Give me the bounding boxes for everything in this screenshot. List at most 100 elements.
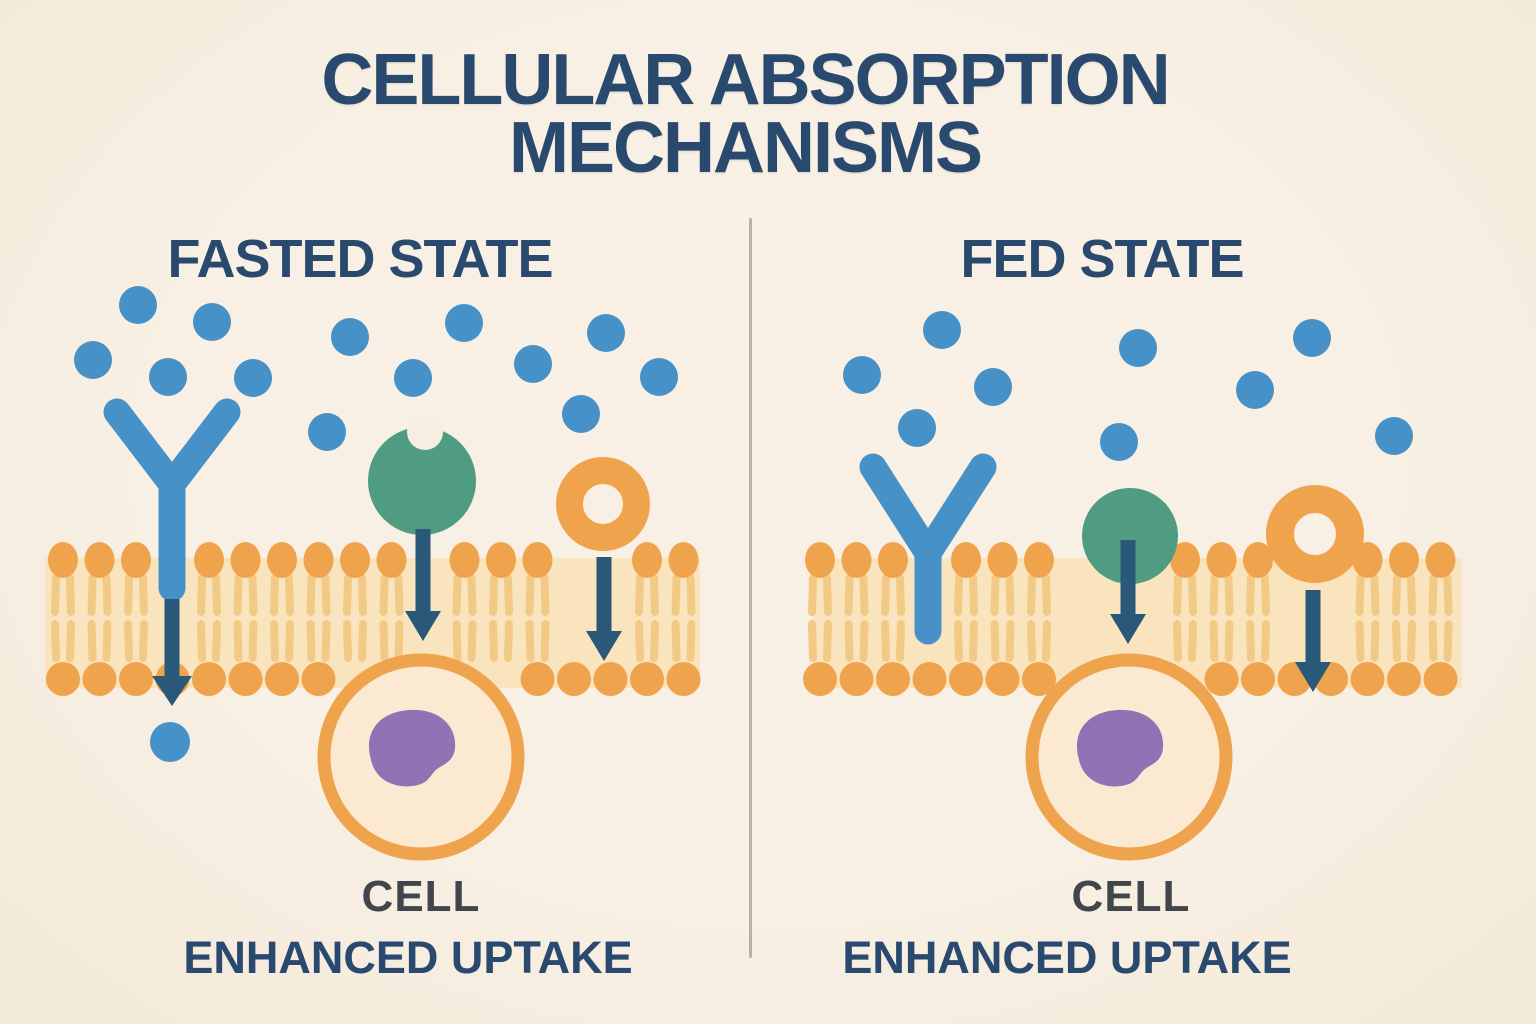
lipid-tail bbox=[51, 574, 60, 616]
molecule-dots-fed bbox=[843, 311, 1413, 461]
lipid-tail bbox=[379, 620, 389, 662]
lipid-head bbox=[119, 662, 153, 696]
lipid-tail bbox=[1370, 620, 1380, 662]
lipid-tail bbox=[650, 620, 659, 662]
lipid-head bbox=[987, 542, 1018, 578]
uptake-arrow bbox=[1110, 540, 1146, 644]
molecule-dot bbox=[1375, 417, 1413, 455]
lipid-tail bbox=[1027, 574, 1036, 616]
lipid-head bbox=[841, 542, 872, 578]
lipid-tail bbox=[248, 620, 258, 662]
transporter-protein-icon bbox=[368, 414, 476, 535]
molecule-dot bbox=[898, 409, 936, 447]
lipid-tail bbox=[285, 574, 294, 616]
lipid-head bbox=[1206, 542, 1237, 578]
molecule-dot bbox=[1100, 423, 1138, 461]
cell-label-fed: CELL bbox=[1071, 872, 1191, 921]
lipid-head bbox=[340, 542, 370, 578]
uptake-arrow bbox=[1295, 590, 1331, 692]
lipid-head bbox=[449, 542, 480, 578]
cell-label-fasted: CELL bbox=[361, 872, 481, 921]
lipid-tail bbox=[525, 620, 535, 662]
uptake-arrow bbox=[405, 529, 441, 641]
panel-heading-fed: FED STATE bbox=[960, 229, 1245, 289]
lipid-tail bbox=[1428, 620, 1438, 662]
lipid-tail bbox=[1370, 574, 1380, 616]
lipid-tail bbox=[844, 620, 854, 662]
lipid-tail bbox=[1188, 574, 1197, 616]
molecule-dot bbox=[234, 359, 272, 397]
molecule-dot bbox=[974, 368, 1012, 406]
lipid-head bbox=[805, 542, 835, 578]
lipid-tail bbox=[954, 574, 963, 616]
lipid-head bbox=[194, 542, 224, 578]
molecule-dot bbox=[640, 358, 678, 396]
lipid-tail bbox=[1005, 574, 1015, 616]
lipid-head bbox=[301, 662, 336, 696]
lipid-head bbox=[803, 662, 837, 696]
lipid-tail bbox=[1173, 574, 1182, 616]
lipid-tail bbox=[1027, 620, 1036, 662]
lipid-head bbox=[1024, 542, 1054, 578]
cell-nucleus bbox=[1076, 709, 1164, 787]
lipid-head bbox=[267, 542, 297, 578]
lipid-tail bbox=[212, 620, 221, 662]
lipid-tail bbox=[139, 574, 148, 616]
lipid-tail bbox=[686, 620, 696, 662]
lipid-tail bbox=[343, 620, 352, 662]
lipid-tail bbox=[51, 620, 60, 662]
lipid-head bbox=[1243, 542, 1273, 578]
lipid-tail bbox=[197, 620, 206, 662]
lipid-head bbox=[192, 662, 226, 696]
lipid-tail bbox=[212, 574, 221, 616]
lipid-tail bbox=[102, 574, 112, 616]
page-title: CELLULAR ABSORPTION MECHANISMS bbox=[0, 44, 1490, 188]
lipid-head bbox=[82, 662, 117, 696]
molecule-dot bbox=[394, 359, 432, 397]
lipid-tail bbox=[808, 620, 817, 662]
lipid-tail bbox=[66, 574, 75, 616]
lipid-head bbox=[557, 662, 591, 696]
lipid-tail bbox=[452, 574, 462, 616]
lipid-tail bbox=[124, 620, 133, 662]
lipid-tail bbox=[635, 620, 644, 662]
molecule-dot bbox=[308, 413, 346, 451]
title-line-2: MECHANISMS bbox=[508, 108, 983, 188]
lipid-head bbox=[1170, 542, 1200, 578]
uptake-arrow bbox=[152, 599, 192, 706]
lipid-tail bbox=[467, 574, 477, 616]
lipid-head bbox=[48, 542, 78, 578]
cell-fasted bbox=[317, 653, 525, 861]
molecule-dot bbox=[445, 304, 483, 342]
lipid-tail bbox=[270, 574, 279, 616]
cell-fed bbox=[1025, 653, 1233, 861]
lipid-head bbox=[985, 662, 1020, 696]
lipid-tail bbox=[1261, 574, 1270, 616]
lipid-head bbox=[876, 662, 910, 696]
lipid-tail bbox=[358, 620, 367, 662]
lipid-tail bbox=[686, 574, 696, 616]
lipid-tail bbox=[467, 620, 477, 662]
lipid-tail bbox=[969, 620, 978, 662]
panel-divider bbox=[749, 218, 752, 958]
lipid-tail bbox=[102, 620, 112, 662]
lipid-tail bbox=[504, 620, 513, 662]
lipid-head bbox=[1425, 542, 1456, 578]
lipid-tail bbox=[990, 574, 1000, 616]
lipid-head bbox=[839, 662, 874, 696]
lipid-head bbox=[522, 542, 553, 578]
lipid-tail bbox=[1392, 620, 1401, 662]
lipid-tail bbox=[969, 574, 978, 616]
lipid-head bbox=[1241, 662, 1275, 696]
lipid-tail bbox=[270, 620, 279, 662]
lipid-tail bbox=[1224, 620, 1234, 662]
lipid-tail bbox=[1173, 620, 1182, 662]
lipid-tail bbox=[1042, 574, 1051, 616]
lipid-head bbox=[949, 662, 983, 696]
lipid-tail bbox=[650, 574, 659, 616]
molecule-dot bbox=[1119, 329, 1157, 367]
uptake-arrow bbox=[586, 557, 622, 661]
molecule-dot bbox=[193, 303, 231, 341]
transporter-binding-site bbox=[407, 414, 443, 450]
membrane-heads-fasted bbox=[46, 542, 701, 696]
